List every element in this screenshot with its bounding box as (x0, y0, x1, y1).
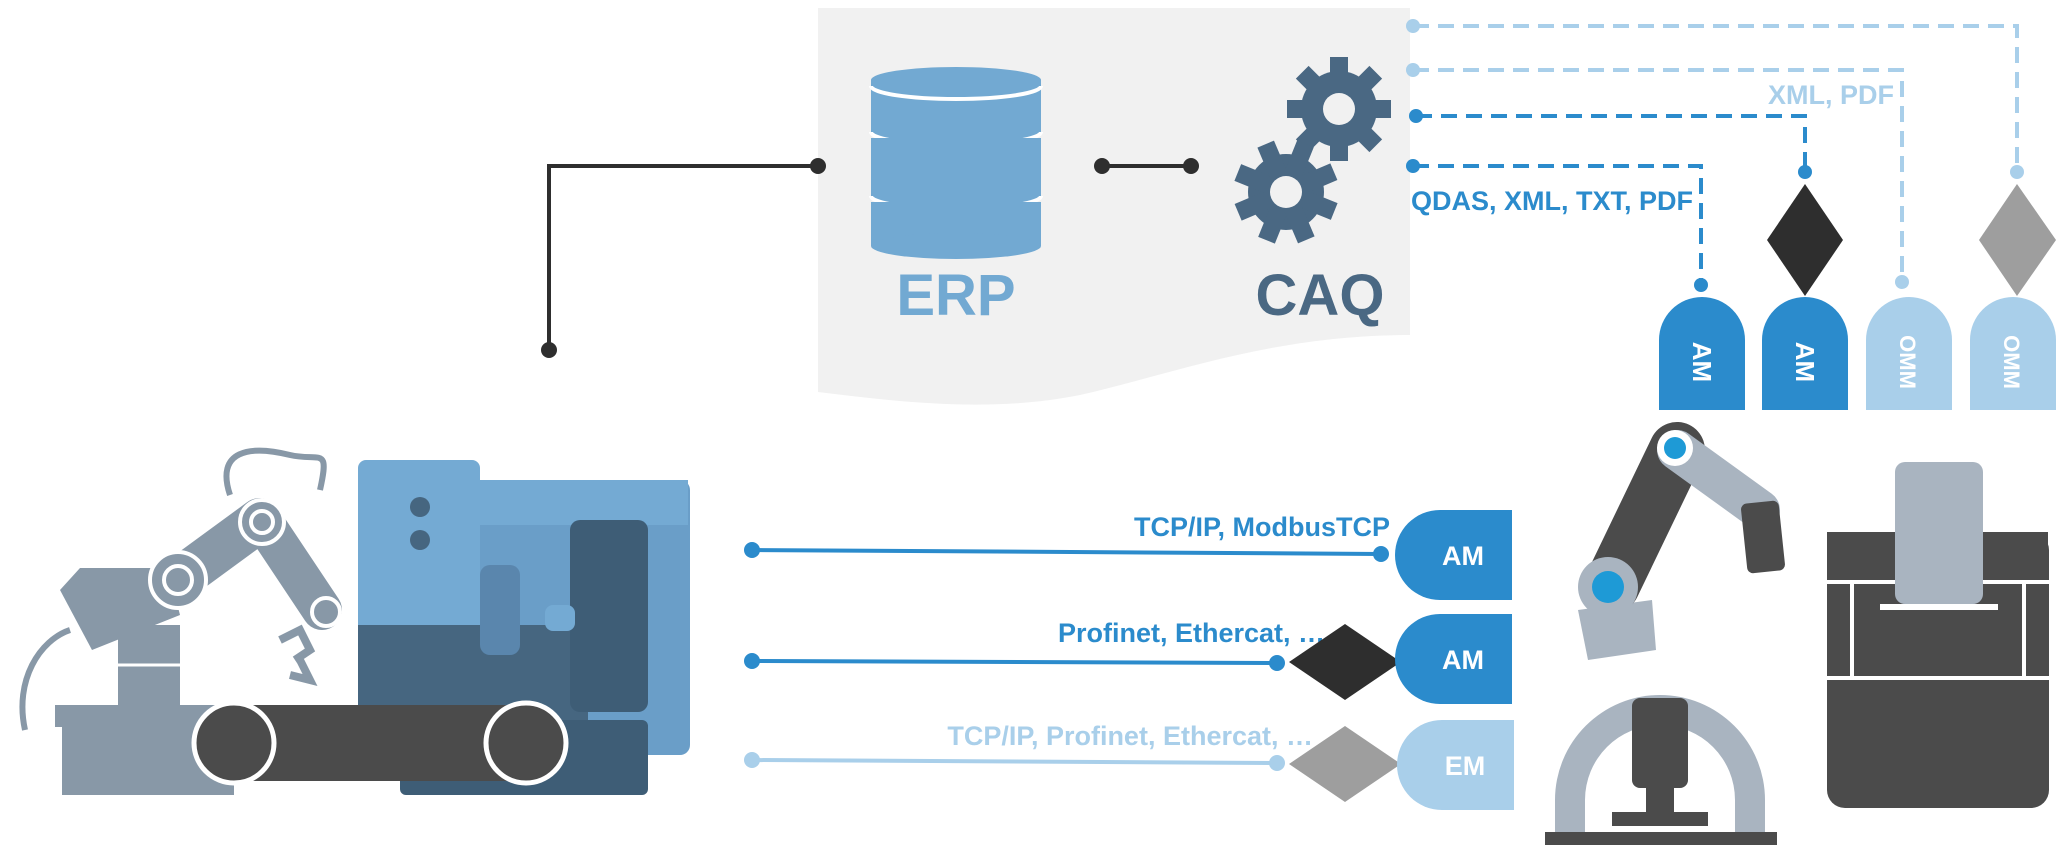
connection-line-1 (751, 548, 1382, 556)
robot-gripper (278, 624, 318, 686)
protocol-label-2: Profinet, Ethercat, … (1058, 618, 1325, 648)
gripper-device (1827, 462, 2049, 808)
module-label: AM (1687, 342, 1717, 382)
control-button (410, 497, 430, 517)
erp-label: ERP (896, 263, 1015, 328)
module-am-1: AM (1395, 510, 1512, 600)
connector-dot (1094, 158, 1110, 174)
connector-dot (744, 752, 760, 768)
connector-dot (1406, 63, 1420, 77)
machine-base (358, 625, 588, 720)
erp-machine-connector (547, 164, 818, 350)
module-am-top-1: AM (1659, 297, 1745, 410)
connector-dot (1183, 158, 1199, 174)
module-label: AM (1442, 645, 1484, 675)
output-line-am-1 (1413, 164, 1703, 283)
gateway-diamond-dark (1767, 184, 1843, 296)
module-omm-top-1: OMM (1866, 297, 1952, 410)
connector-dot (1373, 546, 1389, 562)
database-icon (869, 67, 1043, 259)
control-button (410, 530, 430, 550)
connector-dot (1895, 275, 1909, 289)
conveyor-roller (483, 700, 569, 786)
connector-dot (1694, 278, 1708, 292)
module-label: OMM (1895, 335, 1920, 389)
connector-dot (810, 158, 826, 174)
output-line-omm-2 (1413, 24, 2019, 170)
machine-connections (744, 542, 1389, 771)
connection-line-2 (751, 659, 1278, 665)
connector-dot (1269, 755, 1285, 771)
gateway-diamond-grey (1979, 184, 2056, 296)
gateway-diamond-grey (1289, 726, 1401, 802)
connection-line-3 (751, 758, 1278, 765)
caq-label: CAQ (1256, 263, 1385, 328)
connector-dot (744, 542, 760, 558)
machine-illustration (19, 447, 690, 795)
connector-dot (1406, 19, 1420, 33)
robot-hose (223, 447, 327, 496)
module-omm-top-2: OMM (1970, 297, 2056, 410)
conveyor-belt (235, 705, 525, 781)
module-label: AM (1790, 342, 1820, 382)
module-em: EM (1397, 720, 1514, 810)
gears-icon (1234, 57, 1391, 244)
module-am-2: AM (1395, 614, 1512, 704)
module-am-top-2: AM (1762, 297, 1848, 410)
connector-dot (1269, 655, 1285, 671)
connector-dot (2010, 165, 2024, 179)
format-label-qdas: QDAS, XML, TXT, PDF (1411, 186, 1693, 216)
caq-outputs (1413, 24, 2019, 283)
machine-door (570, 520, 648, 712)
robot-pedestal-top (55, 705, 241, 727)
protocol-label-1: TCP/IP, ModbusTCP (1134, 512, 1390, 542)
conveyor-roller (191, 700, 277, 786)
module-label: EM (1445, 751, 1486, 781)
connector-dot (1406, 159, 1420, 173)
output-line-omm-1 (1413, 68, 1904, 280)
connector-dot (744, 653, 760, 669)
module-label: AM (1442, 541, 1484, 571)
connector-dot (1798, 165, 1812, 179)
spindle-nose (545, 605, 575, 631)
measuring-device (1545, 695, 1777, 845)
robot-cable (19, 627, 72, 731)
robot-arm-right (1578, 422, 1785, 660)
output-line-am-2 (1416, 114, 1807, 170)
machine-top (358, 480, 688, 525)
connector-dot (541, 342, 557, 358)
protocol-label-3: TCP/IP, Profinet, Ethercat, … (947, 721, 1313, 751)
robot-column (118, 625, 180, 715)
module-label: OMM (1999, 335, 2024, 389)
gateway-diamond-dark (1289, 624, 1401, 700)
connector-dot (1409, 109, 1423, 123)
format-label-xml-pdf: XML, PDF (1768, 80, 1894, 110)
spindle (480, 565, 520, 655)
